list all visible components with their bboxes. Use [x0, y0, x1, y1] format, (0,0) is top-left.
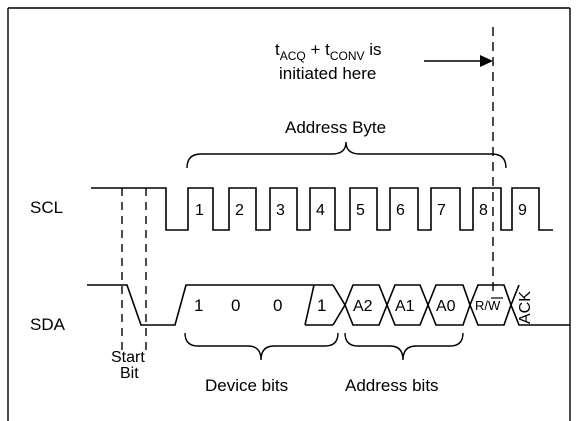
clock-number-5: 5: [356, 202, 365, 219]
clock-number-3: 3: [276, 202, 285, 219]
address-bit-values: A2 A1 A0: [353, 298, 456, 315]
scl-waveform: [91, 187, 553, 231]
ack-label: ACK: [517, 291, 534, 324]
clock-number-9: 9: [518, 202, 527, 219]
clock-number-6: 6: [396, 202, 405, 219]
bit-label: Bit: [120, 365, 139, 382]
annotation-line-2: initiated here: [279, 64, 376, 83]
clock-number-7: 7: [437, 202, 446, 219]
clock-number-8: 8: [479, 202, 488, 219]
annotation-line-1: tACQ + tCONV is: [275, 40, 382, 63]
sda-label: SDA: [30, 315, 66, 334]
address-bit-a2: A2: [353, 298, 373, 315]
clock-numbers: 1 2 3 4 5 6 7 8 9: [195, 202, 527, 219]
scl-label: SCL: [30, 198, 63, 217]
diagram-frame: [7, 7, 571, 421]
device-bits-brace: [184, 332, 339, 361]
device-bit-4: 1: [317, 296, 326, 315]
sda-waveform: [87, 284, 570, 326]
clock-number-2: 2: [235, 202, 244, 219]
address-bits-label: Address bits: [345, 376, 439, 395]
clock-number-1: 1: [195, 202, 204, 219]
address-bits-brace: [344, 332, 464, 361]
annotation-arrow: [424, 55, 493, 67]
device-bit-2: 0: [231, 296, 240, 315]
device-bit-1: 1: [194, 296, 203, 315]
address-byte-brace: [186, 141, 507, 169]
address-bit-a0: A0: [436, 298, 456, 315]
address-bit-a1: A1: [395, 298, 415, 315]
device-bit-3: 0: [273, 296, 282, 315]
device-bits-label: Device bits: [205, 376, 288, 395]
rw-bit-label: R/W: [475, 298, 501, 313]
device-bit-values: 1 0 0 1: [194, 296, 326, 315]
start-label: Start: [111, 349, 145, 366]
clock-number-4: 4: [316, 202, 325, 219]
address-byte-label: Address Byte: [285, 118, 386, 137]
